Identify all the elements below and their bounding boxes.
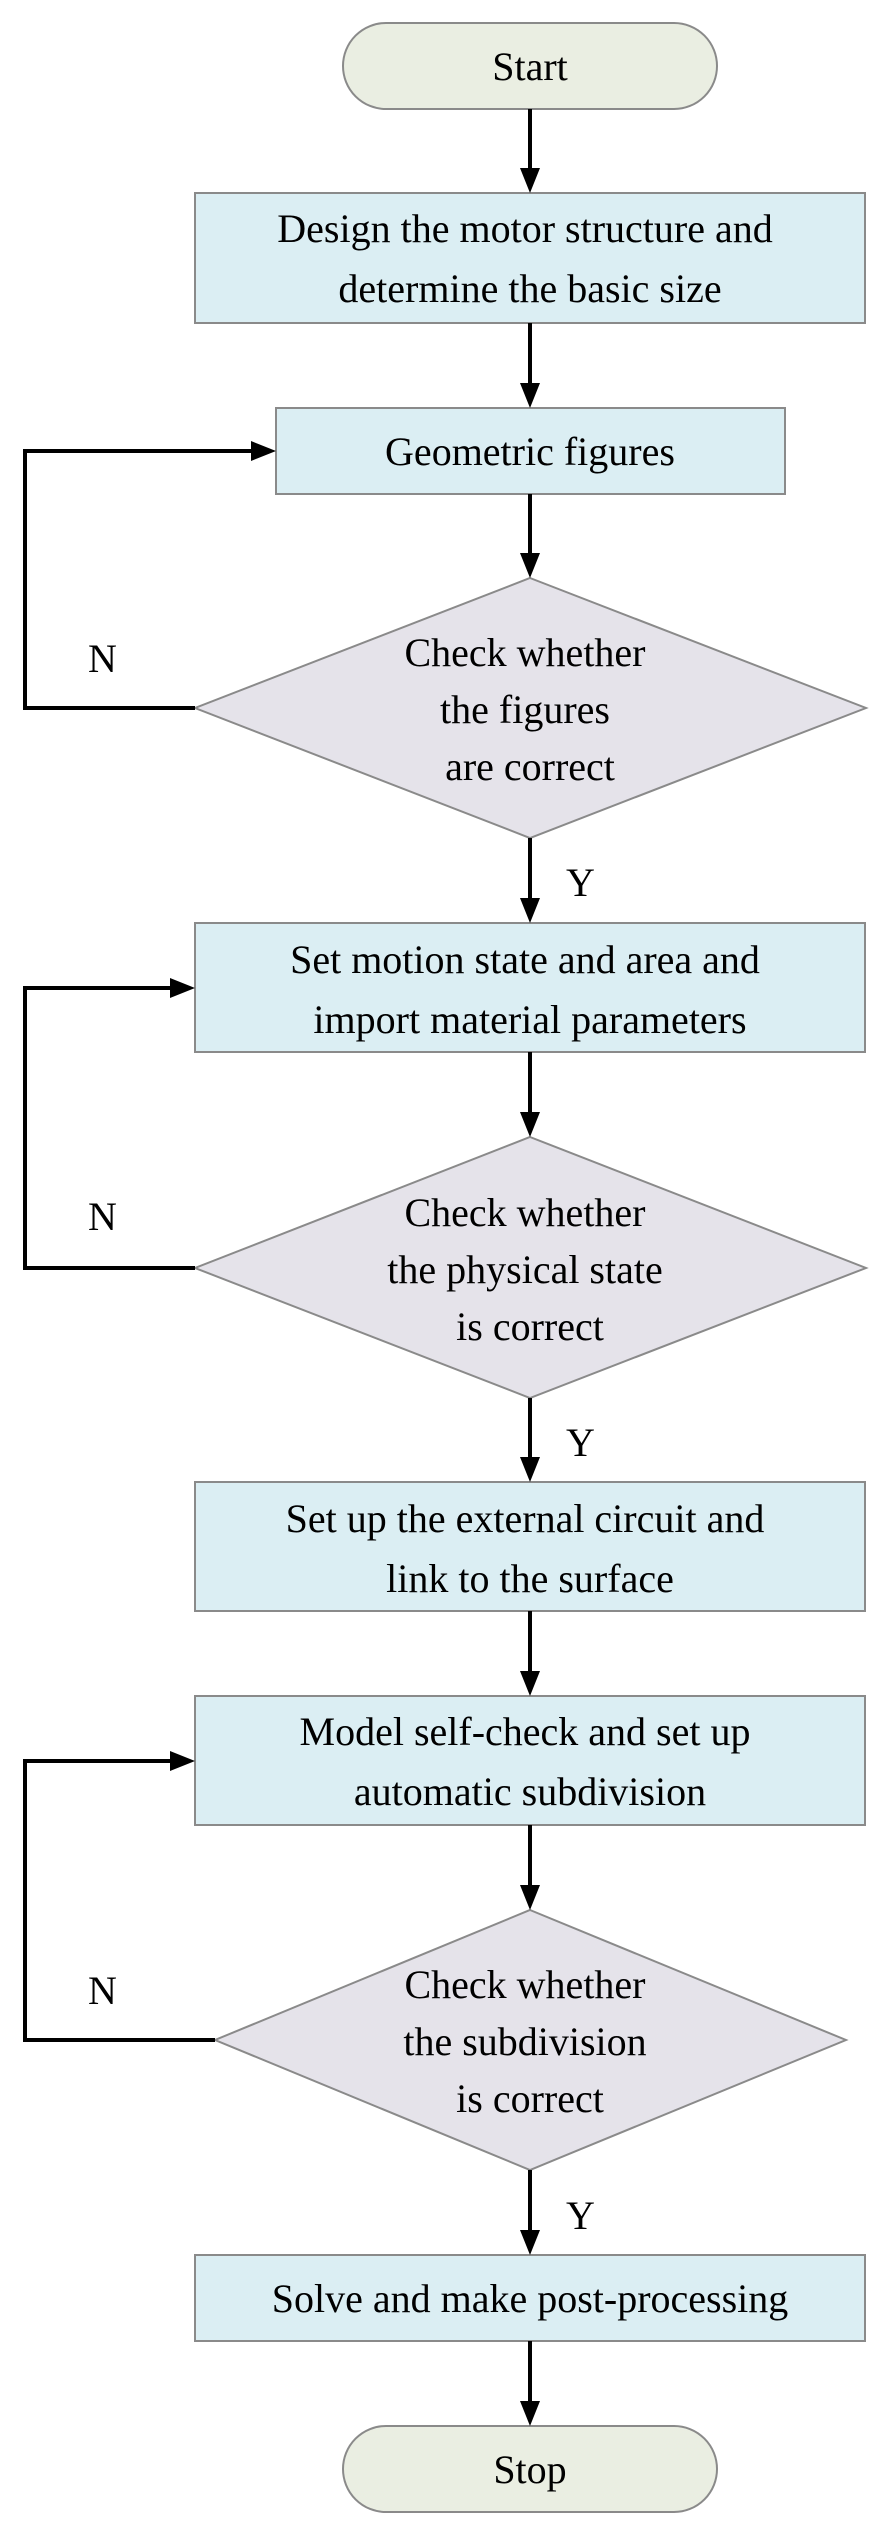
no-label-figures: N xyxy=(88,636,117,681)
self-check-box xyxy=(194,1695,866,1826)
external-circuit-box xyxy=(194,1481,866,1612)
geometric-label: Geometric figures xyxy=(385,429,675,474)
yes-label-figures: Y xyxy=(566,860,595,905)
connector-circuit-to-selfcheck xyxy=(520,1611,540,1696)
selfcheck-label: Model self-check and set up automatic su… xyxy=(300,1709,761,1814)
connector-design-to-geometric xyxy=(520,323,540,408)
circuit-label: Set up the external circuit and link to … xyxy=(286,1496,775,1601)
yes-label-physical: Y xyxy=(566,1420,595,1465)
solve-process-box xyxy=(194,2254,866,2342)
start-label: Start xyxy=(492,44,568,89)
connector-geometric-to-check xyxy=(520,494,540,578)
connector-selfcheck-to-check xyxy=(520,1825,540,1910)
connector-check-subdivision-to-solve xyxy=(520,2170,540,2255)
connector-solve-to-stop xyxy=(520,2341,540,2426)
design-label: Design the motor structure and determine… xyxy=(277,206,782,311)
connector-check-figures-to-motion xyxy=(520,838,540,923)
no-label-subdivision: N xyxy=(88,1968,117,2013)
solve-label: Solve and make post-processing xyxy=(272,2276,789,2321)
loop-figures-no xyxy=(23,441,276,710)
check-subdivision-label: Check whether the subdivision is correct xyxy=(403,1962,656,2121)
loop-subdivision-no xyxy=(23,1751,215,2042)
motion-label: Set motion state and area and import mat… xyxy=(290,937,770,1042)
yes-label-subdivision: Y xyxy=(566,2193,595,2238)
geometric-figures-box xyxy=(275,407,786,495)
connector-check-physical-to-circuit xyxy=(520,1398,540,1482)
stop-label: Stop xyxy=(493,2447,566,2492)
check-figures-label: Check whether the figures are correct xyxy=(404,630,655,789)
connector-motion-to-check xyxy=(520,1052,540,1137)
loop-physical-no xyxy=(23,978,195,1270)
no-label-physical: N xyxy=(88,1194,117,1239)
connector-start-to-design xyxy=(520,109,540,193)
check-physical-label: Check whether the physical state is corr… xyxy=(387,1190,672,1349)
design-process-box xyxy=(194,192,866,324)
